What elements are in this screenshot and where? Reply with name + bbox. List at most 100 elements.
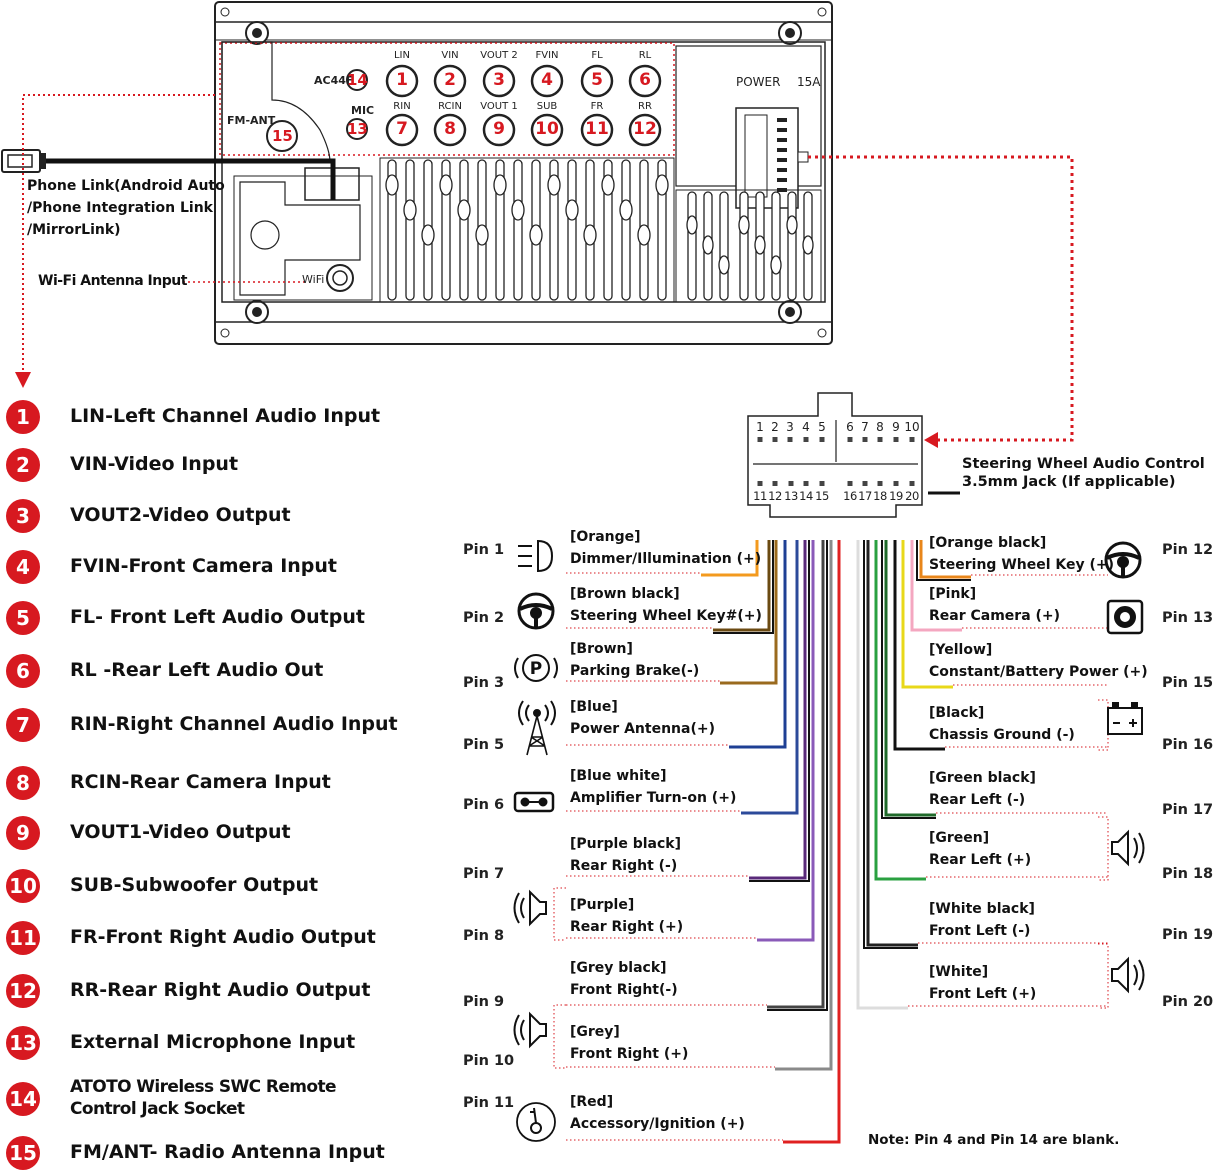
antenna-wave <box>518 700 524 726</box>
amp-knob <box>520 797 530 807</box>
wire <box>767 540 825 1009</box>
ignition-ring <box>516 1102 556 1142</box>
connector-pin-number: 2 <box>771 420 779 434</box>
pin-number-label: Pin 5 <box>463 737 505 753</box>
connector-pin <box>862 481 868 486</box>
wire-function-label: Dimmer/Illumination (+) <box>570 551 762 567</box>
jack-14-icon <box>346 69 368 91</box>
port-number: 6 <box>639 70 651 90</box>
parking-brake-icon: P <box>514 654 558 682</box>
legend-label: FR-Front Right Audio Output <box>70 926 376 948</box>
fin-knob <box>457 199 471 221</box>
legend-label: VIN-Video Input <box>70 453 239 475</box>
fin-knob <box>385 174 399 196</box>
wire-stripe <box>767 540 828 1011</box>
port-label-bottom: VOUT 1 <box>480 101 518 112</box>
wire-color-label: [Grey black] <box>570 960 667 976</box>
amp-knob <box>538 797 548 807</box>
connector-pin-number: 5 <box>818 420 826 434</box>
wire <box>919 540 971 579</box>
connector-pin-number: 14 <box>799 489 813 503</box>
wire-color-label: [Green] <box>929 830 990 846</box>
wire-color-label: [Purple] <box>570 897 635 913</box>
fin-knob <box>421 224 435 246</box>
port-label-top: FVIN <box>535 50 559 61</box>
legend-number-badge: 1 <box>6 400 40 434</box>
fin-knob <box>686 215 698 235</box>
wire-stripe <box>916 540 971 581</box>
connector-pin <box>788 481 794 486</box>
battery-icon <box>1107 702 1143 735</box>
connector-pin <box>862 437 868 442</box>
rca-ports <box>385 64 662 147</box>
legend-number-badge: 10 <box>6 869 40 903</box>
wire-color-label: [Black] <box>929 705 985 721</box>
wire <box>713 540 771 632</box>
connector-pin <box>893 437 899 442</box>
connector-pin-number: 19 <box>889 489 903 503</box>
legend-number-badge: 14 <box>6 1082 40 1116</box>
wire-function-label: Front Left (+) <box>929 986 1037 1002</box>
arrow-down-icon <box>15 372 31 388</box>
fin <box>771 191 781 301</box>
pin-number-label: Pin 12 <box>1162 542 1214 558</box>
fin <box>405 159 415 301</box>
connector-pin-number: 17 <box>858 489 872 503</box>
battery-terminal <box>1131 702 1138 709</box>
speaker-wave <box>1133 964 1138 986</box>
head-unit <box>214 1 833 345</box>
screw-icon <box>778 21 802 45</box>
rca-port-icon <box>530 64 564 98</box>
legend-number-badge: 15 <box>6 1136 40 1170</box>
wifi-label: WiFi <box>302 273 325 286</box>
rca-port-icon <box>580 64 614 98</box>
port-label-bottom: RIN <box>393 101 411 112</box>
speaker-wave <box>1133 837 1138 859</box>
pin-number-label: Pin 20 <box>1162 994 1214 1010</box>
legend-number-badge: 7 <box>6 708 40 742</box>
legend-label: FM/ANT- Radio Antenna Input <box>70 1141 385 1163</box>
wire-color-label: [Orange black] <box>929 535 1047 551</box>
fin <box>787 191 797 301</box>
battery-body <box>1107 707 1143 735</box>
antenna-tip <box>533 709 541 717</box>
heatsink-fins <box>385 159 669 301</box>
fin-knob <box>439 174 453 196</box>
legend-number-badge: 4 <box>6 550 40 584</box>
legend-number-badge: 2 <box>6 448 40 482</box>
wire-stripe <box>713 540 774 634</box>
antenna-wave <box>525 704 530 722</box>
connector-pin-number: 12 <box>768 489 782 503</box>
speaker-wave <box>520 1019 525 1041</box>
port-label-top: VIN <box>441 50 459 61</box>
headlight-icon <box>518 539 554 573</box>
pin-number-label: Pin 18 <box>1162 866 1214 882</box>
rca-port-icon <box>530 113 564 147</box>
pin-number-label: Pin 17 <box>1162 802 1214 818</box>
fm-callout-line <box>22 94 215 370</box>
steering-control-label: Steering Wheel Audio Control 3.5mm Jack … <box>962 456 1205 490</box>
connector-pin <box>772 481 778 486</box>
connector-pin <box>772 437 778 442</box>
connector-pin <box>909 437 915 442</box>
connector-pin <box>909 481 915 486</box>
wire-color-label: [Green black] <box>929 770 1036 786</box>
antenna-wave <box>550 700 556 726</box>
wire <box>729 540 787 749</box>
port-number: 10 <box>535 119 559 139</box>
fin-knob <box>493 174 507 196</box>
wire-function-label: Rear Camera (+) <box>929 608 1061 624</box>
connector-pin-number: 13 <box>784 489 798 503</box>
fm-ant-label: FM-ANT <box>227 114 276 127</box>
fin-knob <box>655 174 669 196</box>
port-number: 8 <box>444 119 456 139</box>
steering-wheel-icon <box>517 592 555 630</box>
legend-number-badge: 11 <box>6 921 40 955</box>
legend-number-badge: 5 <box>6 601 40 635</box>
pin-number-label: Pin 8 <box>463 928 505 944</box>
wire-function-label: Parking Brake(-) <box>570 663 700 679</box>
speaker-body <box>1111 829 1129 867</box>
wires <box>701 540 971 1144</box>
antenna-icon <box>518 700 556 756</box>
fin-knob <box>475 224 489 246</box>
